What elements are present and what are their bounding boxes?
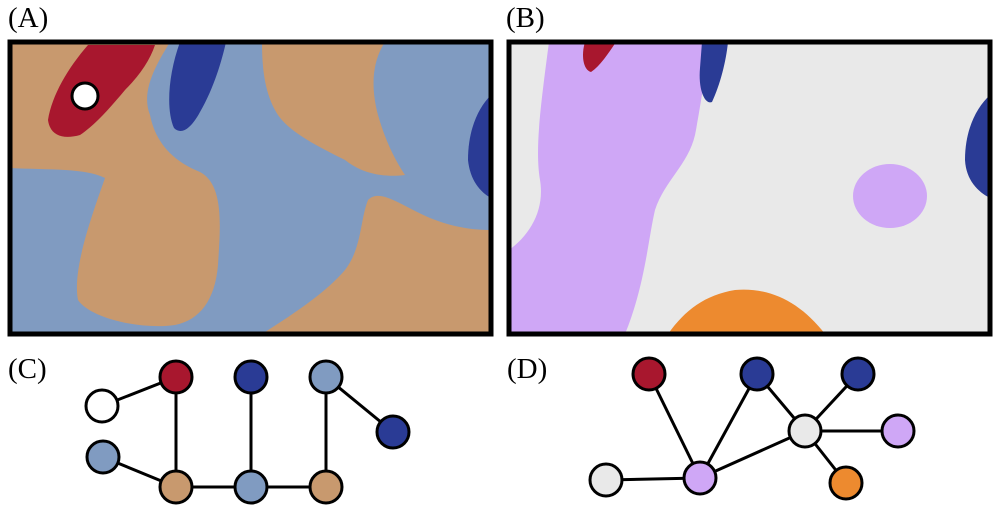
node-c1 xyxy=(84,388,120,424)
node-d1 xyxy=(631,356,667,392)
region-tan-top xyxy=(262,42,405,176)
region-navy-b-right xyxy=(965,95,990,198)
marker-white-circle xyxy=(70,81,100,111)
node-c2 xyxy=(158,359,194,395)
panel-c-graph xyxy=(84,359,411,505)
node-d4 xyxy=(787,413,823,449)
region-navy-right xyxy=(468,95,491,198)
panel-b-map xyxy=(509,42,990,334)
panel-d-graph xyxy=(588,356,916,501)
node-d2 xyxy=(739,356,775,392)
region-lavender-main xyxy=(509,42,710,334)
panel-c-label: (C) xyxy=(8,353,47,385)
panel-a-label: (A) xyxy=(8,2,48,34)
edge-d4-d7 xyxy=(699,429,806,480)
node-c7 xyxy=(158,469,194,505)
node-d7 xyxy=(682,460,718,496)
node-c8 xyxy=(233,469,269,505)
node-d5 xyxy=(880,413,916,449)
edge-d1-d7 xyxy=(647,373,702,479)
node-c4 xyxy=(308,359,344,395)
region-lavender-spot xyxy=(853,164,927,228)
node-d3 xyxy=(840,356,876,392)
panel-d-label: (D) xyxy=(507,353,547,385)
panel-a-frame xyxy=(7,39,494,337)
region-navy-top xyxy=(169,42,226,131)
panel-a-map xyxy=(10,42,491,334)
node-c6 xyxy=(85,439,121,475)
node-d6 xyxy=(588,462,624,498)
region-red-b xyxy=(583,42,616,72)
region-navy-b-top xyxy=(699,42,728,103)
region-tan-right xyxy=(262,195,491,334)
region-red xyxy=(48,45,155,137)
node-c3 xyxy=(233,359,269,395)
node-c9 xyxy=(308,469,344,505)
node-c5 xyxy=(375,414,411,450)
edge-d2-d7 xyxy=(698,373,759,479)
panel-b-label: (B) xyxy=(506,2,545,34)
node-d8 xyxy=(828,465,864,501)
panel-b-frame xyxy=(506,39,993,337)
region-orange xyxy=(668,289,825,334)
